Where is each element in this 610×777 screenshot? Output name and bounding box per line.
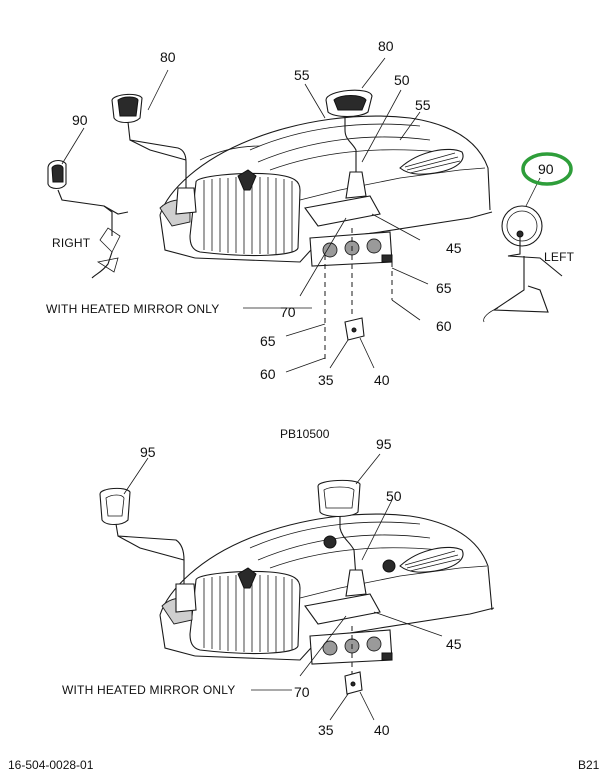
callout-35-top: 35 (318, 372, 334, 388)
callout-70-top: 70 (280, 304, 296, 320)
document-number: 16-504-0028-01 (8, 758, 94, 772)
highlight-ring (521, 152, 573, 186)
callout-60-left: 60 (260, 366, 276, 382)
callout-80-left-mirror: 80 (160, 49, 176, 65)
top-truck-assembly (47, 57, 573, 373)
callout-40-top: 40 (374, 372, 390, 388)
note-heated-mirror-bottom: WITH HEATED MIRROR ONLY (62, 683, 236, 697)
callout-35-bottom: 35 (318, 722, 334, 738)
callout-90-right-mirror: 90 (72, 112, 88, 128)
callout-90-left-mirror: 90 (538, 161, 554, 177)
callout-65-right: 65 (436, 280, 452, 296)
label-left: LEFT (544, 250, 575, 264)
callout-45-top: 45 (446, 240, 462, 256)
callout-80-center-mirror: 80 (378, 38, 394, 54)
callout-55-right: 55 (415, 97, 431, 113)
note-heated-mirror-top: WITH HEATED MIRROR ONLY (46, 302, 220, 316)
figure-code: PB10500 (280, 427, 330, 441)
callout-70-bottom: 70 (294, 684, 310, 700)
callout-50-top: 50 (394, 72, 410, 88)
callout-95-right-mirror: 95 (140, 444, 156, 460)
callout-50-bottom: 50 (386, 488, 402, 504)
callout-45-bottom: 45 (446, 636, 462, 652)
callout-65-left: 65 (260, 333, 276, 349)
callout-40-bottom: 40 (374, 722, 390, 738)
bottom-truck-assembly (99, 453, 495, 721)
callout-60-right: 60 (436, 318, 452, 334)
callout-55-left: 55 (294, 67, 310, 83)
callout-95-center-mirror: 95 (376, 436, 392, 452)
page-code: B21 (578, 758, 600, 772)
label-right: RIGHT (52, 236, 91, 250)
